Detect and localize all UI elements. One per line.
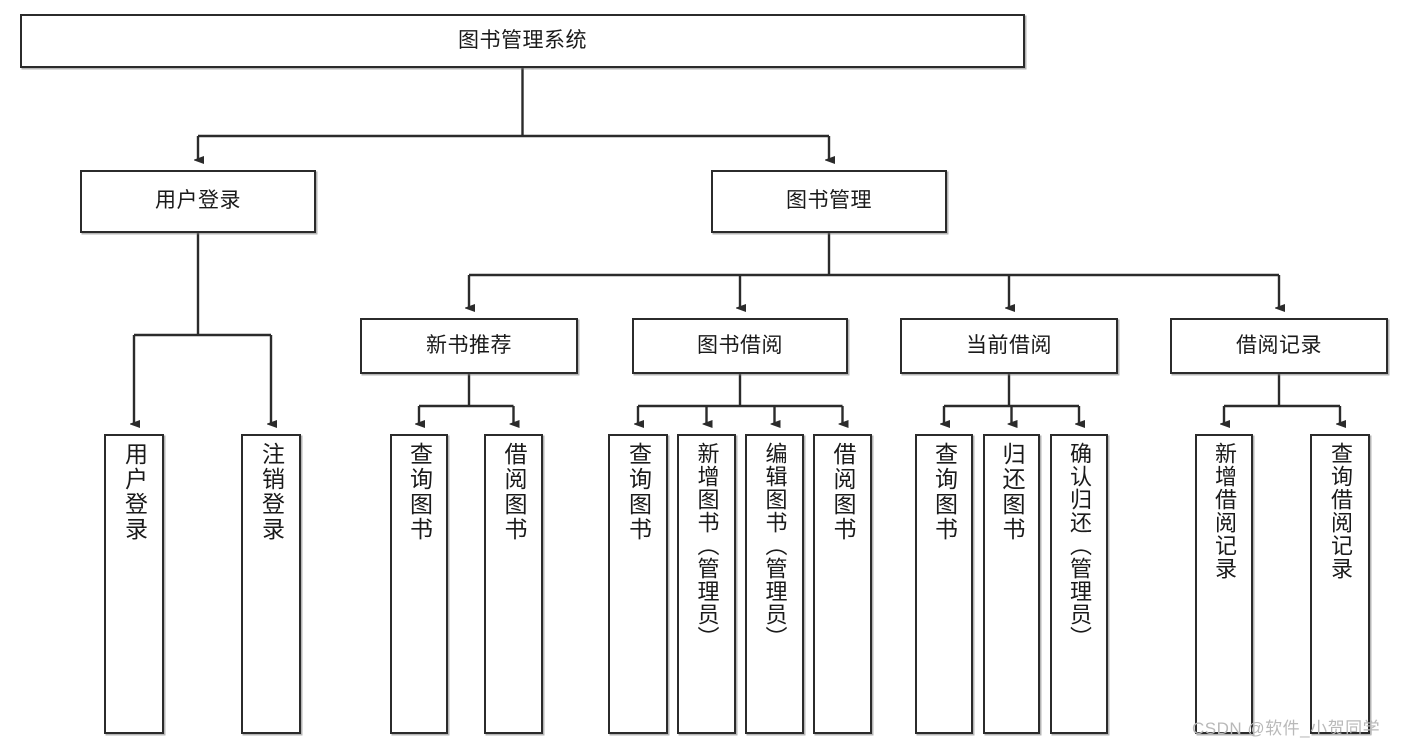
node-book-management[interactable]: 图书管理 bbox=[711, 170, 947, 233]
node-book-management-label: 图书管理 bbox=[786, 189, 872, 213]
leaf-borrow-book-recommend[interactable]: 借阅图书 bbox=[484, 434, 543, 734]
leaf-return-book[interactable]: 归还图书 bbox=[983, 434, 1040, 734]
leaf-user-login-label: 用户登录 bbox=[121, 442, 148, 542]
leaf-add-book-admin[interactable]: 新增图书（管理员） bbox=[677, 434, 736, 734]
leaf-query-borrow-record[interactable]: 查询借阅记录 bbox=[1310, 434, 1370, 734]
leaf-return-book-label: 归还图书 bbox=[999, 442, 1025, 542]
leaf-add-book-admin-label: 新增图书（管理员） bbox=[694, 442, 720, 649]
node-user-login-label: 用户登录 bbox=[155, 189, 241, 213]
leaf-query-book-recommend-label: 查询图书 bbox=[406, 442, 433, 542]
leaf-add-borrow-record-label: 新增借阅记录 bbox=[1212, 442, 1237, 580]
leaf-borrow-book[interactable]: 借阅图书 bbox=[813, 434, 872, 734]
leaf-borrow-book-label: 借阅图书 bbox=[830, 442, 856, 542]
node-book-borrow[interactable]: 图书借阅 bbox=[632, 318, 848, 374]
leaf-confirm-return-admin-label: 确认归还（管理员） bbox=[1067, 442, 1092, 649]
node-new-book-recommend[interactable]: 新书推荐 bbox=[360, 318, 578, 374]
node-root-label: 图书管理系统 bbox=[458, 28, 587, 52]
leaf-query-book-current[interactable]: 查询图书 bbox=[915, 434, 973, 734]
node-user-login[interactable]: 用户登录 bbox=[80, 170, 316, 233]
node-borrow-record[interactable]: 借阅记录 bbox=[1170, 318, 1388, 374]
leaf-logout[interactable]: 注销登录 bbox=[241, 434, 301, 734]
leaf-borrow-book-recommend-label: 借阅图书 bbox=[501, 442, 527, 542]
node-book-borrow-label: 图书借阅 bbox=[697, 333, 783, 357]
leaf-query-book-borrow-label: 查询图书 bbox=[625, 442, 652, 542]
node-new-book-recommend-label: 新书推荐 bbox=[426, 333, 512, 357]
node-root[interactable]: 图书管理系统 bbox=[20, 14, 1025, 68]
leaf-query-book-current-label: 查询图书 bbox=[931, 442, 958, 542]
leaf-query-borrow-record-label: 查询借阅记录 bbox=[1328, 442, 1353, 580]
node-current-borrow-label: 当前借阅 bbox=[966, 333, 1052, 357]
leaf-edit-book-admin-label: 编辑图书（管理员） bbox=[762, 442, 788, 649]
leaf-query-book-recommend[interactable]: 查询图书 bbox=[390, 434, 448, 734]
node-current-borrow[interactable]: 当前借阅 bbox=[900, 318, 1118, 374]
leaf-logout-label: 注销登录 bbox=[258, 442, 285, 542]
leaf-confirm-return-admin[interactable]: 确认归还（管理员） bbox=[1050, 434, 1108, 734]
leaf-user-login[interactable]: 用户登录 bbox=[104, 434, 164, 734]
leaf-query-book-borrow[interactable]: 查询图书 bbox=[608, 434, 668, 734]
watermark-csdn: CSDN @软件_小贺同学 bbox=[1192, 719, 1381, 738]
leaf-edit-book-admin[interactable]: 编辑图书（管理员） bbox=[745, 434, 804, 734]
node-borrow-record-label: 借阅记录 bbox=[1236, 333, 1322, 357]
leaf-add-borrow-record[interactable]: 新增借阅记录 bbox=[1195, 434, 1253, 734]
